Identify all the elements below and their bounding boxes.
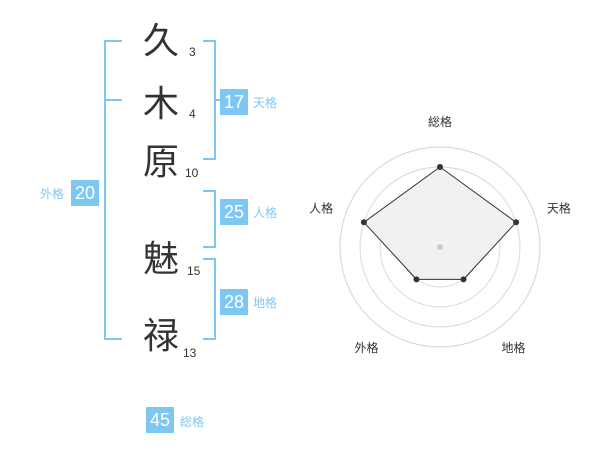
gaikaku-bracket-divider [104,99,122,101]
stroke-count-1: 3 [189,45,196,59]
radar-axis-label-3: 地格 [501,340,525,355]
chikaku-label: 地格 [253,296,278,310]
radar-axis-label-5: 人格 [309,200,333,215]
stroke-count-5: 13 [183,346,197,360]
chikaku-bracket [203,258,216,340]
radar-point-2 [513,219,520,226]
jinkaku-value: 25 [220,199,248,225]
jinkaku-label: 人格 [253,206,278,220]
radar-ring-5 [339,146,541,348]
tenkaku-value: 17 [220,89,248,115]
chikaku-value: 28 [220,289,248,315]
tenkaku-label: 天格 [253,96,278,110]
stroke-count-4: 15 [187,264,201,278]
gaikaku-value: 20 [71,180,99,206]
name-char-1: 久 [143,21,180,62]
jinkaku-bracket [203,190,216,248]
name-char-3: 原 [143,142,180,183]
radar-axis-label-2: 天格 [547,200,571,215]
radar-point-1 [437,164,443,170]
gaikaku-bracket [104,40,122,340]
name-char-4: 魅 [143,239,180,280]
name-char-5: 禄 [143,316,180,357]
name-char-2: 木 [143,84,180,125]
radar-axis-label-4: 外格 [355,340,379,355]
gaikaku-label: 外格 [40,187,65,201]
tenkaku-bracket-pointer [214,99,222,101]
stroke-count-3: 10 [185,166,199,180]
radar-point-4 [413,276,420,283]
soukaku-value: 45 [146,407,174,433]
soukaku-label: 総格 [180,415,205,429]
radar-point-3 [460,276,467,283]
radar-center-dot [437,244,443,250]
radar-point-5 [360,219,367,226]
stroke-count-2: 4 [189,107,196,121]
radar-value-polygon [363,166,517,280]
radar-axis-label-1: 総格 [428,114,452,129]
